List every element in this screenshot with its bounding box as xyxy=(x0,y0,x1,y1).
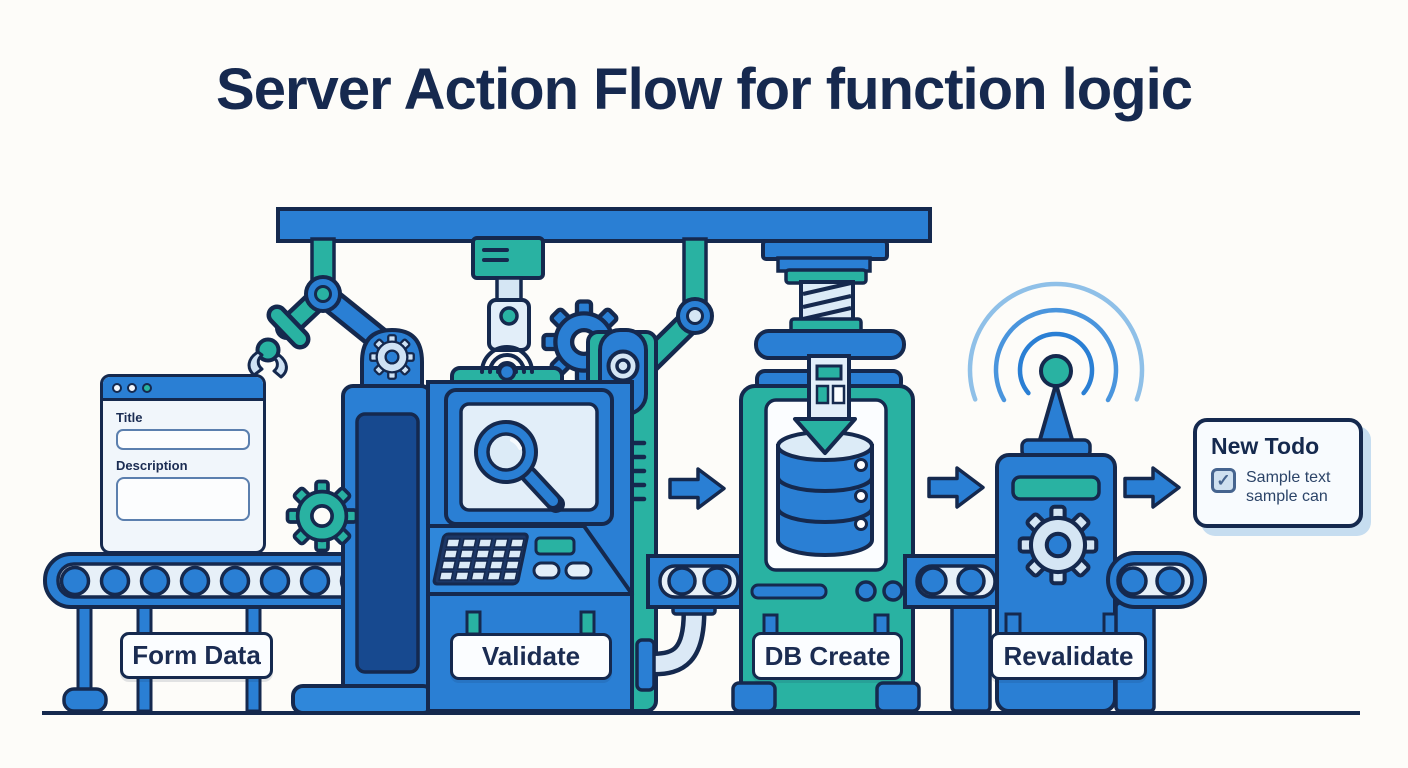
description-field-label: Description xyxy=(116,458,188,473)
new-todo-card: New Todo ✓ Sample text sample can xyxy=(1193,418,1363,528)
magnifier-icon xyxy=(474,420,565,513)
window-dot-icon xyxy=(127,382,137,393)
db-create-sign: DB Create xyxy=(752,632,903,680)
db-create-machine xyxy=(731,354,921,713)
broadcast-waves-icon xyxy=(967,281,1145,403)
todo-item-line2: sample can xyxy=(1246,488,1328,505)
keyboard-icon xyxy=(432,532,529,586)
window-dot-icon xyxy=(142,382,152,393)
checkbox-checked-icon: ✓ xyxy=(1211,468,1236,493)
validate-sign: Validate xyxy=(450,633,612,680)
conveyor-segment xyxy=(646,554,750,609)
gear-icon xyxy=(1020,507,1097,584)
conveyor-segment xyxy=(1106,551,1207,713)
form-window-titlebar xyxy=(103,377,263,401)
validate-machine-tower xyxy=(341,327,433,713)
window-dot-icon xyxy=(112,382,122,393)
todo-card-title: New Todo xyxy=(1211,433,1320,459)
form-window-card: Title Description xyxy=(100,374,266,554)
press-icon xyxy=(754,239,906,360)
revalidate-sign: Revalidate xyxy=(990,632,1147,680)
conveyor-segment xyxy=(903,554,1007,713)
todo-item-row: ✓ Sample text sample can xyxy=(1211,468,1345,506)
antenna-icon xyxy=(1037,354,1075,445)
form-data-sign: Form Data xyxy=(120,632,273,679)
arrow-right-icon xyxy=(927,466,985,509)
arrow-down-icon xyxy=(793,354,857,455)
page-title: Server Action Flow for function logic xyxy=(216,57,1193,122)
wifi-icon xyxy=(480,345,534,374)
gear-icon xyxy=(285,479,359,553)
validate-machine-body xyxy=(291,345,634,715)
hanging-sensor-icon xyxy=(471,236,545,352)
description-input xyxy=(116,477,250,521)
todo-item-line1: Sample text xyxy=(1246,469,1331,486)
title-field-label: Title xyxy=(116,410,143,425)
title-input xyxy=(116,429,250,450)
robot-arm-left xyxy=(247,275,393,379)
todo-item-text: Sample text sample can xyxy=(1246,468,1330,506)
arrow-right-icon xyxy=(668,467,726,510)
arrow-right-icon xyxy=(1123,466,1181,509)
